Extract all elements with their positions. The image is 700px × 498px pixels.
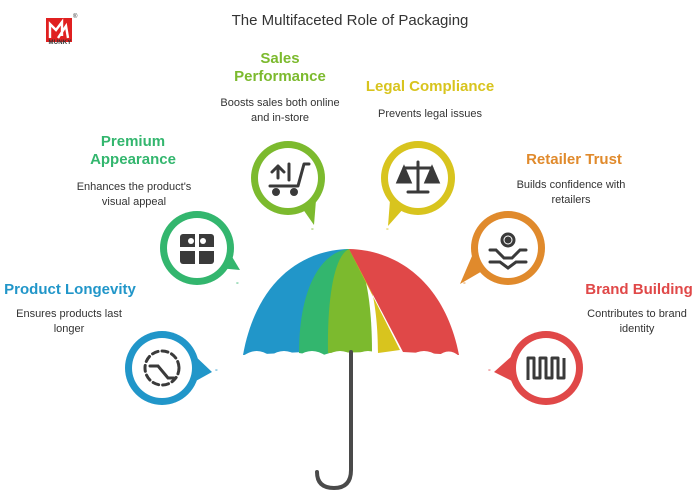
legal-desc: Prevents legal issues <box>378 108 482 120</box>
canopy-segment-yellow <box>349 249 400 353</box>
sales-badge <box>251 141 325 225</box>
svg-text:°: ° <box>386 227 389 235</box>
canopy-segment-lime <box>327 249 372 353</box>
brand-desc: Contributes to brand identity <box>587 308 687 335</box>
longevity-label: Product Longevity <box>4 281 136 298</box>
gift-icon <box>180 234 214 264</box>
handshake-icon <box>488 232 528 270</box>
svg-text:°: ° <box>236 281 239 289</box>
longevity-badge <box>125 331 212 405</box>
premium-badge <box>160 211 240 285</box>
legal-label: Legal Compliance <box>365 78 495 95</box>
longevity-desc: Ensures products last longer <box>16 308 122 335</box>
premium-desc: Enhances the product's visual appeal <box>76 181 192 208</box>
premium-label: Premium Appearance <box>90 133 176 168</box>
logo-wordmark: MUNKY <box>48 40 72 46</box>
svg-text:°: ° <box>215 368 218 376</box>
retailer-desc: Builds confidence with retailers <box>516 179 626 206</box>
svg-text:°: ° <box>311 227 314 235</box>
logo-registered-mark: ® <box>73 14 78 20</box>
page-title: The Multifaceted Role of Packaging <box>231 12 469 29</box>
munky-logo <box>46 18 72 42</box>
wave-icon <box>526 356 566 380</box>
retailer-badge <box>460 211 545 285</box>
canopy-segment-red <box>349 249 459 355</box>
umbrella-canopy <box>243 249 459 362</box>
retailer-label: Retailer Trust <box>526 151 622 168</box>
brand-badge <box>494 331 583 405</box>
svg-text:°: ° <box>488 368 491 376</box>
sales-label: Sales Performance <box>234 50 326 85</box>
legal-badge <box>381 141 455 226</box>
sales-desc: Boosts sales both online and in-store <box>220 97 340 124</box>
svg-text:°: ° <box>463 281 466 289</box>
cart-icon <box>268 162 311 196</box>
brand-label: Brand Building <box>585 281 693 298</box>
clock-icon <box>143 349 181 387</box>
scale-icon <box>395 160 441 194</box>
umbrella-handle <box>315 350 353 491</box>
